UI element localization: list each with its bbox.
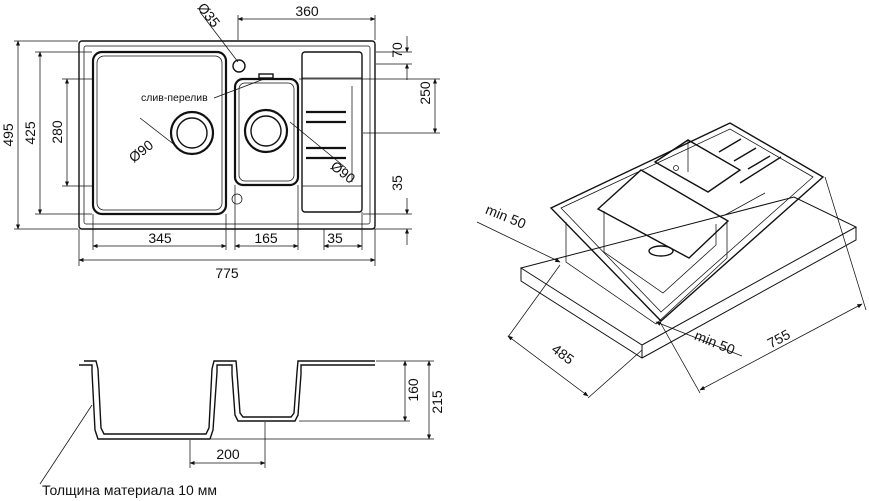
label-drain-small-diameter: Ø90 xyxy=(328,158,359,187)
iso-view: min 50 min 50 485 755 xyxy=(476,122,867,399)
label-360: 360 xyxy=(295,3,319,19)
label-overflow: слив-перелив xyxy=(141,92,208,104)
tap-hole xyxy=(232,59,246,73)
iso-sink-rim xyxy=(549,122,825,322)
iso-label-485: 485 xyxy=(549,341,577,368)
label-425: 425 xyxy=(22,121,38,145)
label-345: 345 xyxy=(148,230,172,246)
main-bowl-inner xyxy=(96,55,223,211)
label-775: 775 xyxy=(215,265,239,281)
label-35-h: 35 xyxy=(327,230,343,246)
material-thickness-note: Толщина материала 10 мм xyxy=(42,482,217,498)
label-35-v: 35 xyxy=(389,175,405,191)
section-label-160: 160 xyxy=(405,378,421,402)
section-label-215: 215 xyxy=(429,390,445,414)
section-profile xyxy=(79,364,375,440)
label-165: 165 xyxy=(254,230,278,246)
label-tap-hole-diameter: Ø35 xyxy=(194,0,223,30)
sink-outline xyxy=(78,40,376,230)
overflow-slot xyxy=(258,73,274,79)
iso-label-min-left: min 50 xyxy=(483,201,528,232)
iso-dim-line-min-right xyxy=(655,321,743,357)
label-250: 250 xyxy=(417,81,433,105)
iso-dim-line-755 xyxy=(699,303,863,391)
section-label-200: 200 xyxy=(216,446,240,462)
small-bowl xyxy=(233,77,300,187)
drainboard xyxy=(301,51,363,213)
iso-main-bowl xyxy=(596,169,730,259)
label-drain-main-diameter: Ø90 xyxy=(126,136,157,165)
iso-label-min-right: min 50 xyxy=(692,327,737,358)
label-70: 70 xyxy=(389,42,405,58)
top-view: 775 345 165 35 360 495 425 280 70 250 35… xyxy=(0,0,440,281)
label-280: 280 xyxy=(49,120,65,144)
label-495: 495 xyxy=(0,123,16,147)
main-drain xyxy=(169,110,215,156)
iso-small-bowl xyxy=(653,139,742,193)
tap-hole-lower xyxy=(231,193,243,205)
small-drain xyxy=(243,108,289,154)
sink-rim xyxy=(83,45,371,225)
iso-dim-line-485 xyxy=(507,335,589,397)
main-bowl xyxy=(91,50,228,216)
section-view: 160 215 200 Толщина материала 10 мм xyxy=(39,360,445,498)
iso-dim-line-min-left xyxy=(476,221,561,263)
iso-label-755: 755 xyxy=(765,326,793,351)
